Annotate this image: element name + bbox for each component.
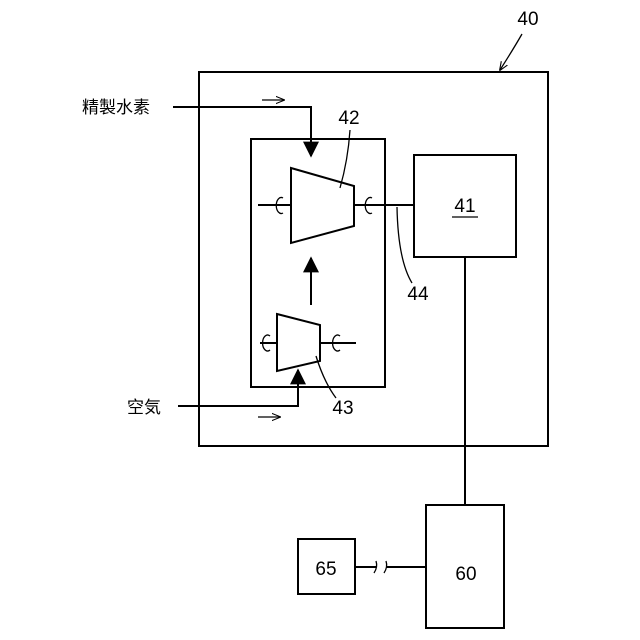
fuel-cell-label: 41 <box>454 196 475 217</box>
air-input-label: 空気 <box>127 398 161 418</box>
turbine-label: 42 <box>338 108 359 129</box>
turbine-shape <box>291 168 354 243</box>
shaft-leader <box>397 207 412 283</box>
system-leader <box>500 34 522 70</box>
compressor-shape <box>277 314 320 371</box>
compressor-label: 43 <box>332 398 353 419</box>
device-label: 65 <box>315 559 336 580</box>
hydrogen-flow-arrow <box>173 107 311 156</box>
system-label: 40 <box>517 9 538 30</box>
shaft-label: 44 <box>407 284 429 305</box>
controller-label: 60 <box>455 564 476 585</box>
hydrogen-input-label: 精製水素 <box>82 98 150 118</box>
wireless-break-icon <box>384 561 387 573</box>
compressor-leader <box>316 356 336 398</box>
